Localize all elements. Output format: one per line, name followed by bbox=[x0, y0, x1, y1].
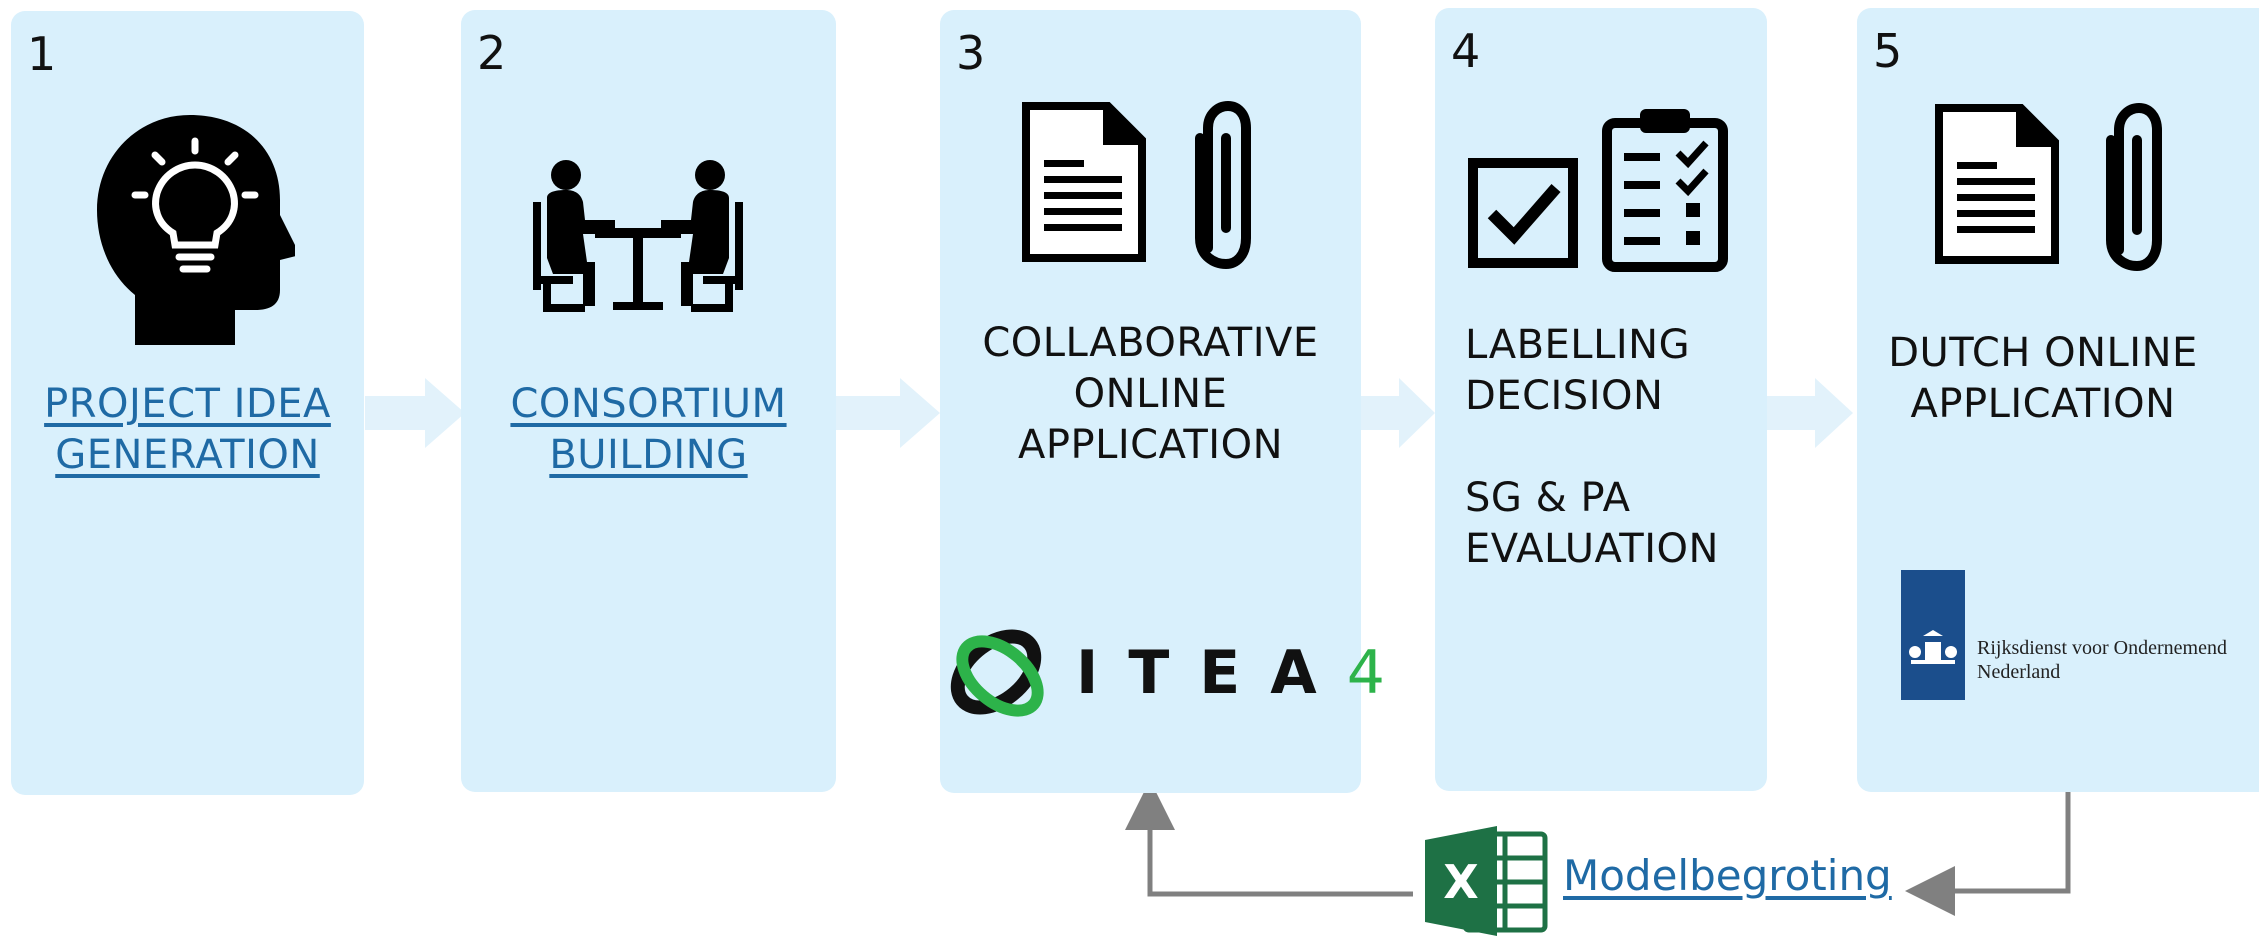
excel-icon[interactable]: X bbox=[1425, 826, 1549, 936]
flow-arrow-4-5 bbox=[1767, 378, 1853, 448]
step-number: 3 bbox=[956, 26, 986, 80]
step-number: 1 bbox=[27, 27, 57, 81]
rvo-logo-text: Rijksdienst voor Ondernemend Nederland bbox=[1977, 637, 2227, 683]
paperclip-icon bbox=[1195, 100, 1251, 270]
flow-arrow-3-4 bbox=[1361, 378, 1435, 448]
document-icon bbox=[1935, 104, 2059, 264]
step-card-1: 1 PROJECT IDEA GENERATION bbox=[11, 11, 364, 795]
connector-from-step-5 bbox=[1905, 792, 2071, 916]
svg-text:X: X bbox=[1443, 855, 1478, 909]
modelbegroting-link[interactable]: Modelbegroting bbox=[1563, 851, 1892, 900]
rvo-emblem-icon bbox=[1901, 570, 1965, 700]
itea-wordmark: ITEA4 bbox=[1076, 638, 1415, 708]
step-number: 2 bbox=[477, 26, 507, 80]
checkbox-icon bbox=[1468, 158, 1578, 268]
step-card-4: 4 LABELLING DECISION SG & PA EVALUATION bbox=[1435, 8, 1767, 791]
step-title-link[interactable]: CONSORTIUM BUILDING bbox=[510, 381, 787, 478]
head-lightbulb-icon bbox=[97, 115, 295, 345]
step-title: COLLABORATIVE ONLINE APPLICATION bbox=[982, 320, 1319, 468]
flow-arrow-2-3 bbox=[836, 378, 940, 448]
step-card-5: 5 DUTCH ONLINE APPLICATION Rijksdienst v… bbox=[1857, 8, 2259, 792]
connector-to-step-3 bbox=[1125, 780, 1413, 897]
step-subtitle: SG & PA EVALUATION bbox=[1465, 475, 1719, 572]
meeting-table-icon bbox=[533, 160, 743, 312]
step-number: 5 bbox=[1873, 24, 1903, 78]
flow-arrow-1-2 bbox=[365, 378, 465, 448]
paperclip-icon bbox=[2106, 102, 2162, 272]
step-card-3: 3 COLLABORATIVE ONLINE APPLICATION ITEA4 bbox=[940, 10, 1385, 793]
step-title: LABELLING DECISION bbox=[1465, 322, 1691, 419]
clipboard-checklist-icon bbox=[1602, 109, 1728, 272]
document-icon bbox=[1022, 102, 1146, 262]
step-number: 4 bbox=[1451, 24, 1481, 78]
itea-logo-icon bbox=[950, 629, 1044, 717]
step-title-link[interactable]: PROJECT IDEA GENERATION bbox=[44, 381, 331, 478]
step-title: DUTCH ONLINE APPLICATION bbox=[1888, 330, 2198, 427]
step-card-2: 2 CONSORTIUM BUILDING bbox=[461, 10, 836, 792]
